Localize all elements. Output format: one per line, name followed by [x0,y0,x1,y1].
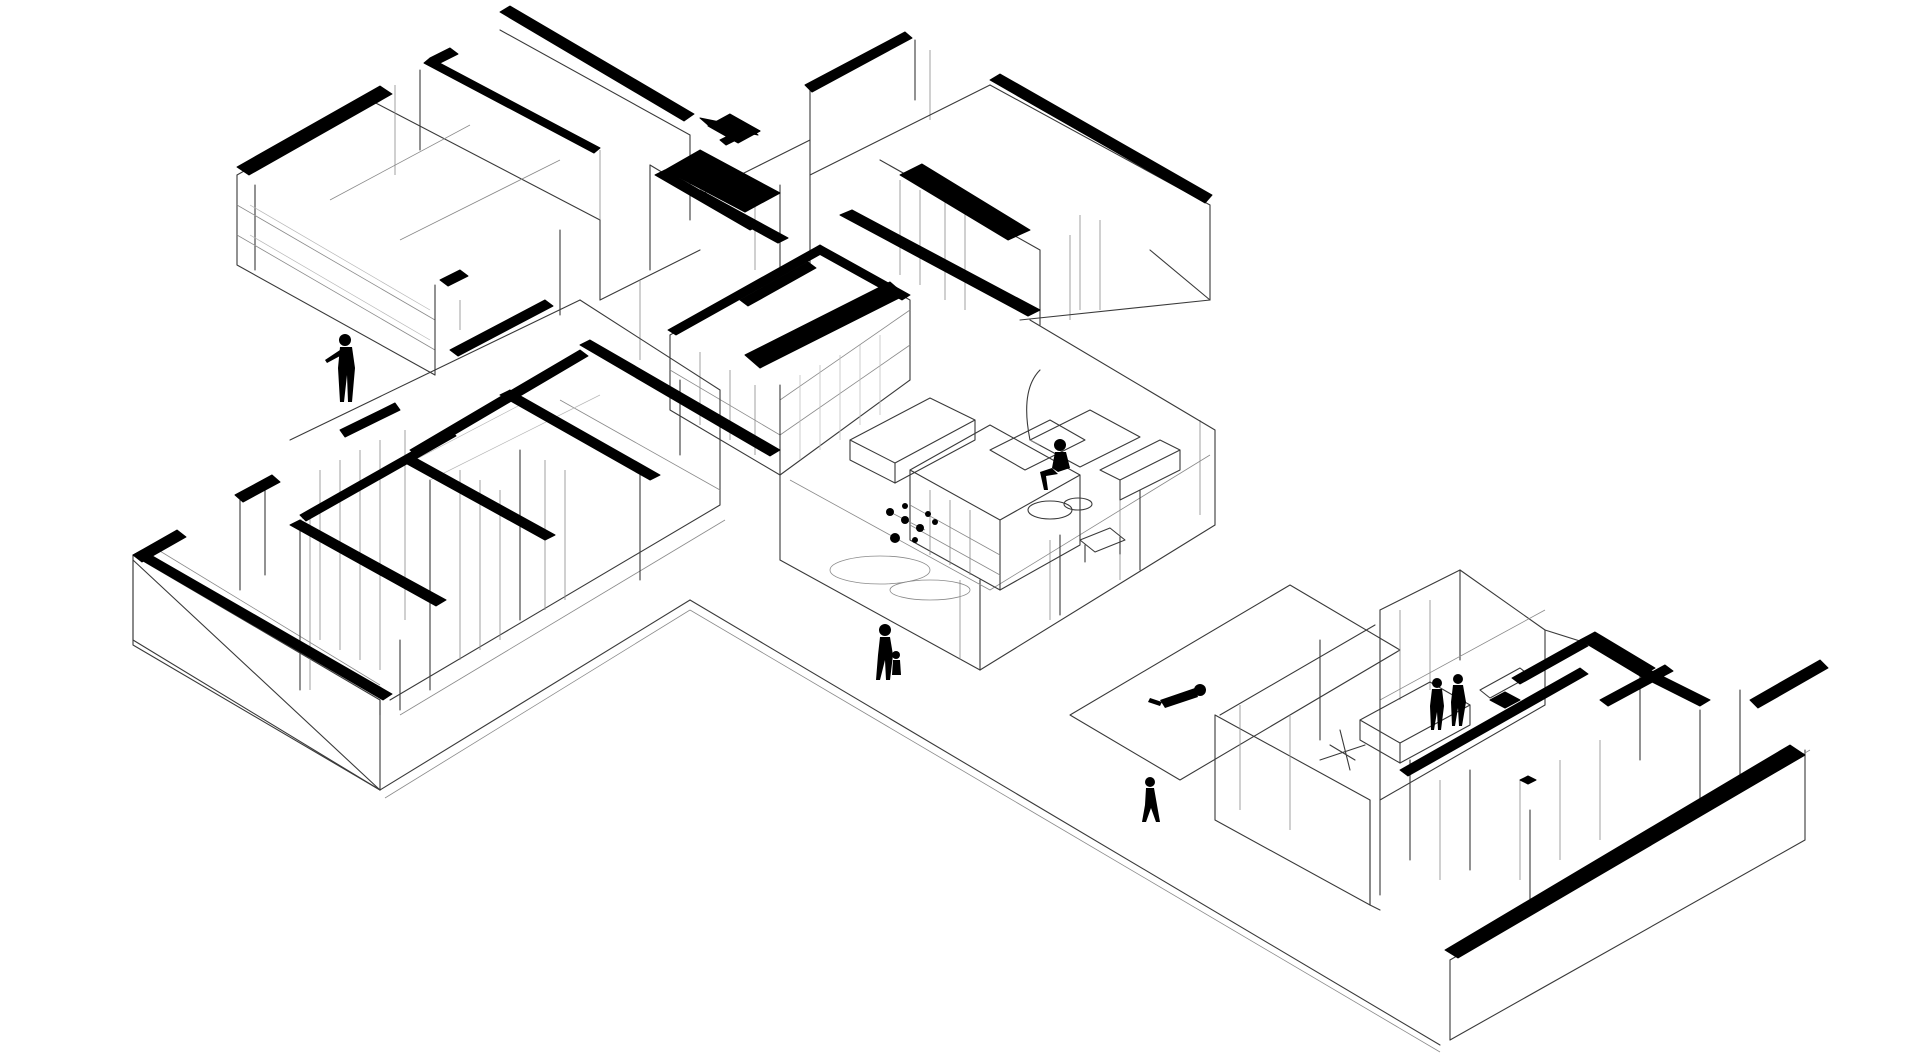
northeast-wing [599,39,1211,360]
roof-slab [423,57,601,154]
roof-slab [744,281,906,369]
roof-slab [289,519,447,607]
roof-slab [654,169,761,231]
roof-slab [499,5,695,122]
two-people-east-kitchen [1430,674,1466,730]
roof-slab [399,454,556,541]
roof-slab [299,429,457,522]
chandelier [886,503,938,543]
roof-slab [439,269,469,287]
central-roof-slabs [667,244,911,369]
roof-slab [236,85,393,176]
person-standing-left [325,334,355,402]
roof-slab [1489,691,1521,709]
child-running [1142,777,1160,822]
roof-slab [1639,669,1711,707]
living-room-glass-box [779,319,1216,671]
ground-outline [132,559,1441,1053]
person-with-child [876,624,901,680]
courtyard [1069,584,1401,781]
roof-slab [1579,631,1656,677]
roof-slab [667,244,829,336]
roof-slab [989,73,1213,204]
roof-slab [839,209,1041,317]
roof-slab [449,299,554,357]
roof-slab [1749,659,1829,709]
roof-slab [664,149,781,213]
east-roof-slabs [1399,631,1829,959]
roof-slab [1511,639,1589,685]
southwest-wing [132,299,726,791]
roof-slab [499,389,661,481]
roof-slab [1519,775,1537,785]
roof-slab [132,549,393,701]
northeast-roof-slabs [654,31,1213,317]
roof-slab [234,474,281,503]
roof-slab [899,163,1031,241]
roof-slab [719,131,743,146]
roof-slab [339,402,401,438]
person-sitting-sofa [1040,439,1070,490]
roof-slab [804,31,913,93]
person-lying-courtyard [1148,684,1206,708]
southwest-roof-slabs [132,299,781,701]
roof-slab [1444,744,1806,959]
roof-slab [579,339,781,457]
east-wing [1214,569,1811,1041]
northwest-roof-slabs [236,5,761,287]
roof-slab [739,261,817,307]
roof-slab [1399,667,1589,777]
